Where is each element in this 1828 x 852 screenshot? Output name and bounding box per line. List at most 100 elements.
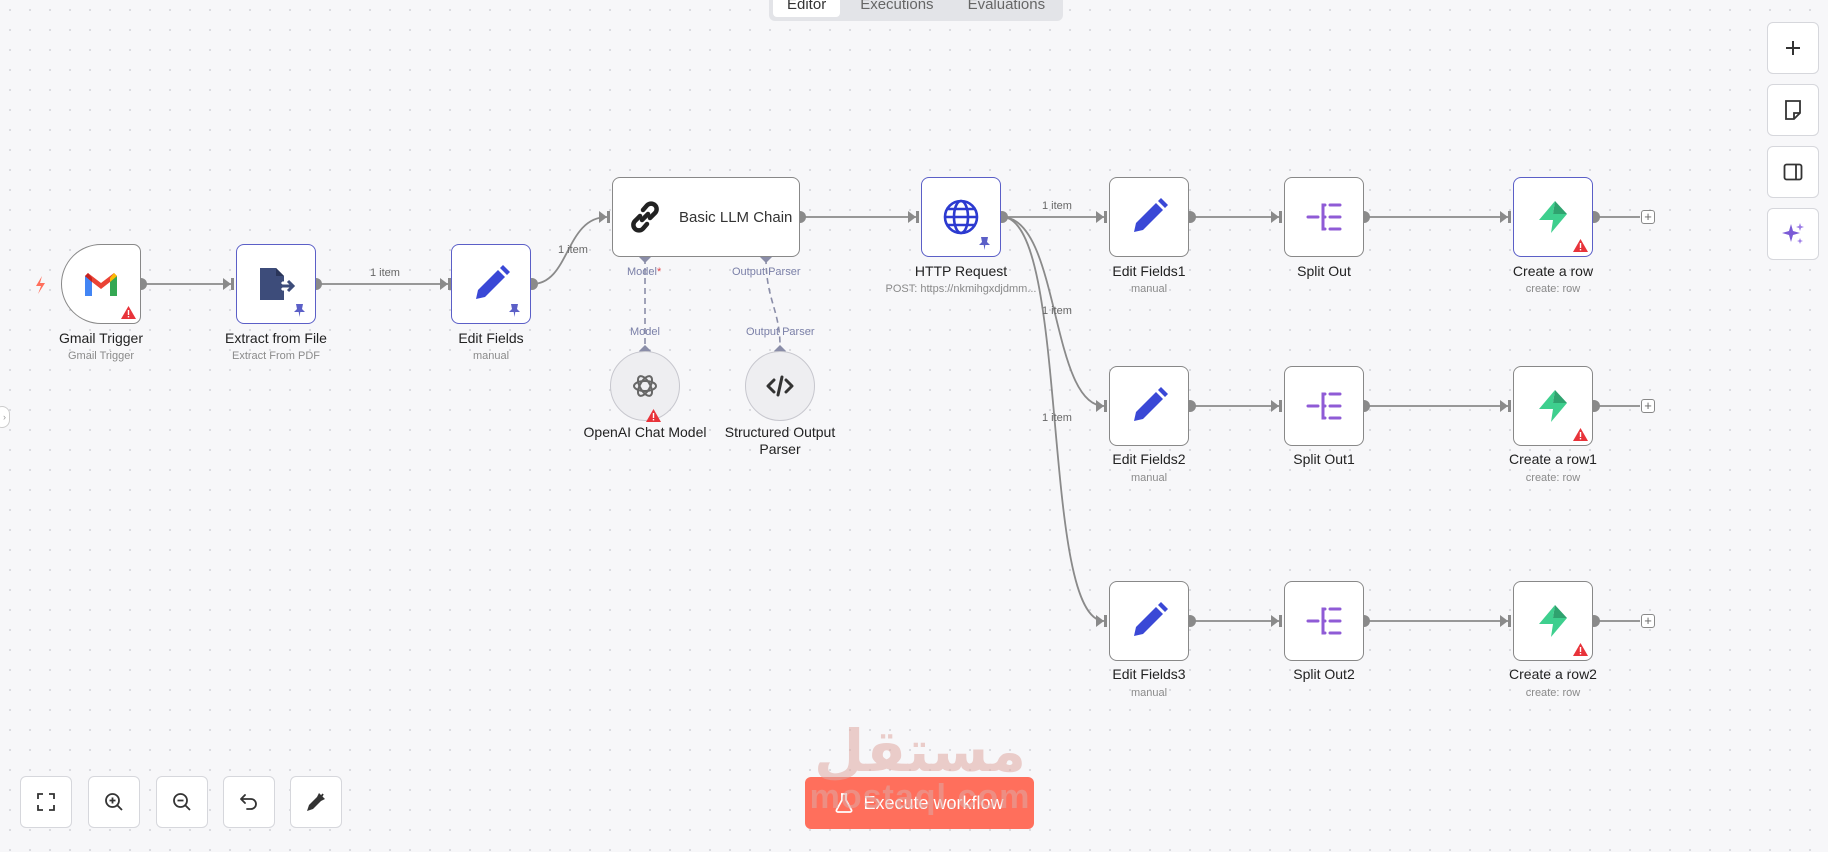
node-label-split-out: Split Out	[1297, 263, 1351, 279]
plus-icon	[1786, 41, 1800, 55]
extract-file-icon	[260, 268, 296, 300]
supabase-icon	[1539, 390, 1567, 422]
node-subtitle-create-a-row: create: row	[1525, 283, 1581, 295]
warning-icon	[1573, 428, 1588, 441]
node-label-create-a-row1: Create a row1	[1509, 451, 1597, 467]
undo-icon	[240, 794, 257, 810]
add-node-panel-button[interactable]	[1767, 22, 1819, 74]
node-gmail-trigger[interactable]	[61, 244, 141, 324]
node-edit-fields[interactable]	[451, 244, 531, 324]
zoom-out-button[interactable]	[156, 776, 208, 828]
node-label-gmail-trigger: Gmail Trigger	[58, 330, 144, 346]
chain-link-icon	[631, 201, 659, 233]
split-out-icon	[1306, 392, 1342, 420]
execute-workflow-button[interactable]: Execute workflow	[805, 777, 1034, 829]
tab-executions[interactable]: Executions	[860, 0, 934, 13]
node-split-out2[interactable]	[1284, 581, 1364, 661]
zoom-in-button[interactable]	[88, 776, 140, 828]
fit-view-button[interactable]	[20, 776, 72, 828]
pencil-icon	[1134, 602, 1168, 636]
pencil-icon	[476, 265, 510, 299]
node-split-out1[interactable]	[1284, 366, 1364, 446]
ai-sparkle-icon	[1782, 223, 1804, 244]
node-structured-output-parser[interactable]	[745, 351, 815, 421]
warning-icon	[121, 306, 136, 319]
view-tabs: Editor Executions Evaluations	[769, 0, 1064, 21]
add-node-button[interactable]: +	[1641, 614, 1655, 628]
add-sticky-note-button[interactable]	[1767, 84, 1819, 136]
zoom-in-icon	[105, 793, 123, 811]
node-openai-chat-model[interactable]	[610, 351, 680, 422]
pin-icon	[509, 304, 520, 317]
port-label-model: Model*	[627, 266, 662, 278]
globe-icon	[943, 199, 979, 235]
tidy-up-button[interactable]	[290, 776, 342, 828]
node-label-edit-fields: Edit Fields	[458, 330, 524, 346]
warning-icon	[646, 409, 661, 422]
node-create-a-row1[interactable]	[1513, 366, 1593, 446]
port-label-output-parser: Output Parser	[732, 266, 801, 278]
node-edit-fields2[interactable]	[1109, 366, 1189, 446]
node-subtitle-http-request: POST: https://nkmihgxdjdmm...	[885, 283, 1037, 295]
flask-icon	[835, 793, 853, 813]
node-extract-from-file[interactable]	[236, 244, 316, 324]
node-subtitle-create-a-row1: create: row	[1525, 472, 1581, 484]
edge-label-http-edit3: 1 item	[1042, 412, 1072, 424]
split-out-icon	[1306, 203, 1342, 231]
add-node-button[interactable]: +	[1641, 210, 1655, 224]
port-label-output-parser-bottom: Output Parser	[746, 326, 815, 338]
edge-label-http-edit1: 1 item	[1042, 200, 1072, 212]
add-node-button[interactable]: +	[1641, 399, 1655, 413]
node-label-basic-llm-chain: Basic LLM Chain	[679, 208, 793, 226]
pin-icon	[294, 304, 305, 317]
node-subtitle-gmail-trigger: Gmail Trigger	[67, 350, 135, 362]
tab-evaluations[interactable]: Evaluations	[967, 0, 1046, 13]
node-label-extract-from-file: Extract from File	[225, 330, 327, 346]
pin-icon	[979, 237, 990, 250]
warning-icon	[1573, 239, 1588, 252]
node-split-out[interactable]	[1284, 177, 1364, 257]
watermark-arabic: مستقل	[813, 719, 1027, 784]
ai-assistant-button[interactable]	[1767, 208, 1819, 260]
node-label-split-out2: Split Out2	[1293, 666, 1355, 682]
node-http-request[interactable]	[921, 177, 1001, 257]
node-subtitle-extract-from-file: Extract From PDF	[231, 350, 320, 362]
fit-view-icon	[37, 793, 55, 811]
node-create-a-row[interactable]	[1513, 177, 1593, 257]
node-edit-fields3[interactable]	[1109, 581, 1189, 661]
node-edit-fields1[interactable]	[1109, 177, 1189, 257]
node-subtitle-create-a-row2: create: row	[1525, 687, 1581, 699]
tab-editor[interactable]: Editor	[773, 0, 841, 17]
toggle-panel-button[interactable]	[1767, 146, 1819, 198]
port-label-model-bottom: Model	[630, 326, 660, 338]
sticky-note-icon	[1785, 100, 1801, 120]
node-subtitle-edit-fields: manual	[472, 350, 510, 362]
panel-toggle-icon	[1783, 163, 1803, 181]
execute-workflow-label: Execute workflow	[863, 792, 1004, 813]
node-label-structured-output-parser: Structured Output Parser	[724, 424, 836, 457]
supabase-icon	[1539, 605, 1567, 637]
node-label-split-out1: Split Out1	[1293, 451, 1355, 467]
undo-button[interactable]	[223, 776, 275, 828]
node-label-create-a-row2: Create a row2	[1509, 666, 1597, 682]
pencil-icon	[1134, 198, 1168, 232]
node-label-openai-chat-model: OpenAI Chat Model	[583, 424, 707, 440]
node-label-edit-fields2: Edit Fields2	[1112, 451, 1186, 467]
node-label-create-a-row: Create a row	[1512, 263, 1594, 279]
tidy-up-icon	[307, 793, 325, 811]
openai-icon	[633, 375, 657, 397]
pencil-icon	[1134, 387, 1168, 421]
gmail-icon	[85, 273, 117, 296]
edge-label-edit-llm: 1 item	[558, 244, 588, 256]
warning-icon	[1573, 643, 1588, 656]
left-panel-handle[interactable]: ›	[0, 406, 10, 428]
edge-label-extract-edit: 1 item	[370, 267, 400, 279]
zoom-out-icon	[173, 793, 191, 811]
node-create-a-row2[interactable]	[1513, 581, 1593, 661]
node-subtitle-edit-fields1: manual	[1130, 283, 1168, 295]
node-subtitle-edit-fields2: manual	[1130, 472, 1168, 484]
node-label-http-request: HTTP Request	[914, 263, 1008, 279]
node-basic-llm-chain[interactable]: Basic LLM Chain	[612, 177, 800, 257]
trigger-bolt-icon	[36, 276, 45, 294]
split-out-icon	[1306, 607, 1342, 635]
